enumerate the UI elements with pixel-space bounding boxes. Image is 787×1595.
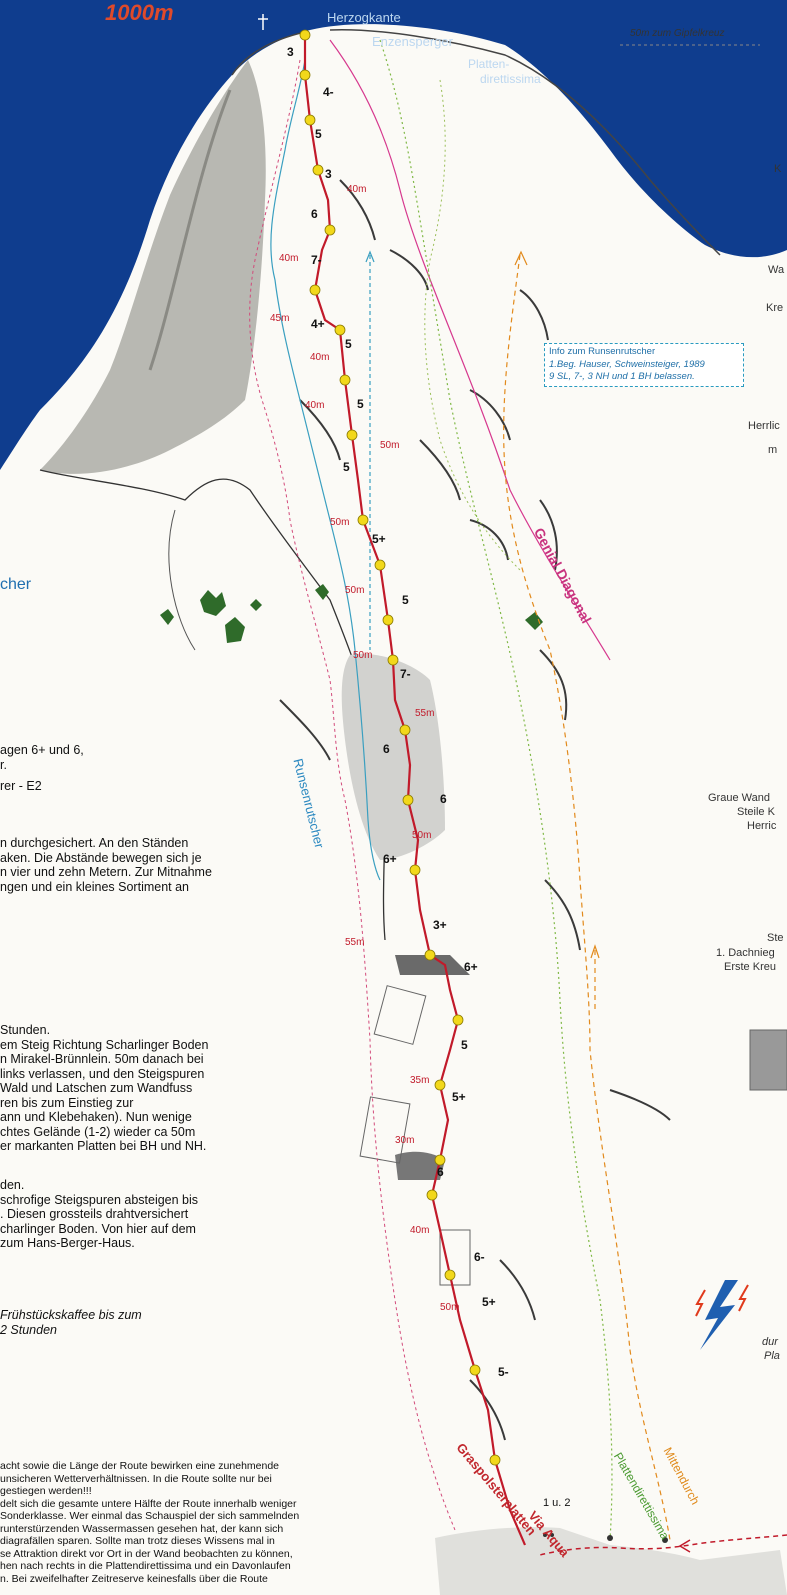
distance-label: 40m <box>347 184 367 195</box>
grade-label: 5 <box>315 127 322 141</box>
distance-label: 40m <box>310 352 330 363</box>
route-platten-green <box>379 39 613 1541</box>
left-cut-label: cher <box>0 576 32 593</box>
grade-label: 1 u. 2 <box>543 1497 571 1509</box>
distance-label: 50m <box>353 650 373 661</box>
label-herzogkante: Herzogkante <box>327 10 401 25</box>
route-approach-red <box>539 1534 787 1556</box>
grade-label: 5+ <box>372 532 386 546</box>
right-cut-label: Herrlic <box>748 420 780 432</box>
right-cut-label: Wa <box>768 264 785 276</box>
grade-label: 5 <box>461 1038 468 1052</box>
info-box-runsenrutscher: Info zum Runsenrutscher 1.Beg. Hauser, S… <box>544 343 744 387</box>
left-text-block-5: Frühstückskaffee bis zum 2 Stunden <box>0 1308 142 1337</box>
grade-label: 6 <box>440 792 447 806</box>
distance-label: 45m <box>270 313 290 324</box>
distance-label: 40m <box>410 1225 430 1236</box>
info-line-2: 9 SL, 7-, 3 NH und 1 BH belassen. <box>549 371 695 382</box>
label-platten-2: direttissima <box>480 72 541 86</box>
grade-label: 5- <box>498 1365 509 1379</box>
grade-label: 6+ <box>383 852 397 866</box>
ground-base <box>435 1527 787 1595</box>
label-enzensperger: Enzensperger <box>372 34 453 49</box>
summit-note: 50m zum Gipfelkreuz <box>630 28 725 39</box>
right-cut-label: Graue Wand <box>708 792 770 804</box>
left-text-block-2: n durchgesichert. An den Ständen aken. D… <box>0 836 212 894</box>
rock-face <box>40 60 266 474</box>
info-title: Info zum Runsenrutscher <box>549 346 656 357</box>
left-text-block-3: Stunden. em Steig Richtung Scharlinger B… <box>0 1023 209 1153</box>
grade-label: 5 <box>357 397 364 411</box>
label-platten-1: Platten- <box>468 57 510 71</box>
summit-cross-icon <box>258 14 268 30</box>
route-mittendurch <box>503 254 671 1541</box>
distance-label: 40m <box>305 400 325 411</box>
grade-label: 7- <box>400 667 411 681</box>
route-genial-diagonal <box>329 39 611 661</box>
distance-label: 50m <box>330 517 350 528</box>
grade-label: 5 <box>345 337 352 351</box>
start-markers-icon <box>543 1533 668 1543</box>
grade-label: 5+ <box>452 1090 466 1104</box>
distance-label: 50m <box>440 1302 460 1313</box>
grade-label: 3 <box>287 45 294 59</box>
right-cut-label: Ste <box>767 932 784 944</box>
route-pink-dashed <box>249 59 456 1531</box>
grade-label: 4- <box>323 85 334 99</box>
right-cut-label: Herric <box>747 820 777 832</box>
distance-label: 30m <box>395 1135 415 1146</box>
grade-label: 5 <box>343 460 350 474</box>
distance-label: 50m <box>380 440 400 451</box>
right-cut-label: dur <box>762 1336 778 1348</box>
distance-label: 40m <box>279 253 299 264</box>
grade-label: 7- <box>311 253 322 267</box>
grade-label: 6 <box>311 207 318 221</box>
mountain-outline <box>231 29 721 256</box>
grade-label: 6 <box>383 742 390 756</box>
distance-label: 50m <box>345 585 365 596</box>
right-cut-label: K <box>774 163 782 175</box>
lightning-warning-icon <box>695 1280 749 1350</box>
distance-label: 55m <box>345 937 365 948</box>
right-cut-label: 1. Dachnieg <box>716 947 775 959</box>
right-cut-label: Erste Kreu <box>724 961 776 973</box>
distance-label: 55m <box>415 708 435 719</box>
right-cut-label: m <box>768 444 778 456</box>
altitude-label: 1000m <box>105 0 174 25</box>
grade-label: 4+ <box>311 317 325 331</box>
route-runsenrutscher <box>270 59 381 881</box>
grade-label: 6+ <box>464 960 478 974</box>
right-cut-label: Pla <box>764 1350 780 1362</box>
grade-label: 6 <box>437 1165 444 1179</box>
left-text-block-4: den. schrofige Steigspuren absteigen bis… <box>0 1178 199 1250</box>
info-line-1: 1.Beg. Hauser, Schweinsteiger, 1989 <box>549 358 705 370</box>
sky-area <box>0 0 787 470</box>
grade-label: 6- <box>474 1250 485 1264</box>
distance-label: 50m <box>412 830 432 841</box>
grade-label: 3+ <box>433 918 447 932</box>
grade-label: 5+ <box>482 1295 496 1309</box>
left-text-block-1: agen 6+ und 6, r. rer - E2 <box>0 743 84 793</box>
grade-label: 3 <box>325 167 332 181</box>
right-cut-label: Steile K <box>737 806 775 818</box>
distance-label: 35m <box>410 1075 430 1086</box>
grade-label: 5 <box>402 593 409 607</box>
left-text-block-6: acht sowie die Länge der Route bewirken … <box>0 1460 300 1585</box>
right-cut-label: Kre <box>766 302 784 314</box>
